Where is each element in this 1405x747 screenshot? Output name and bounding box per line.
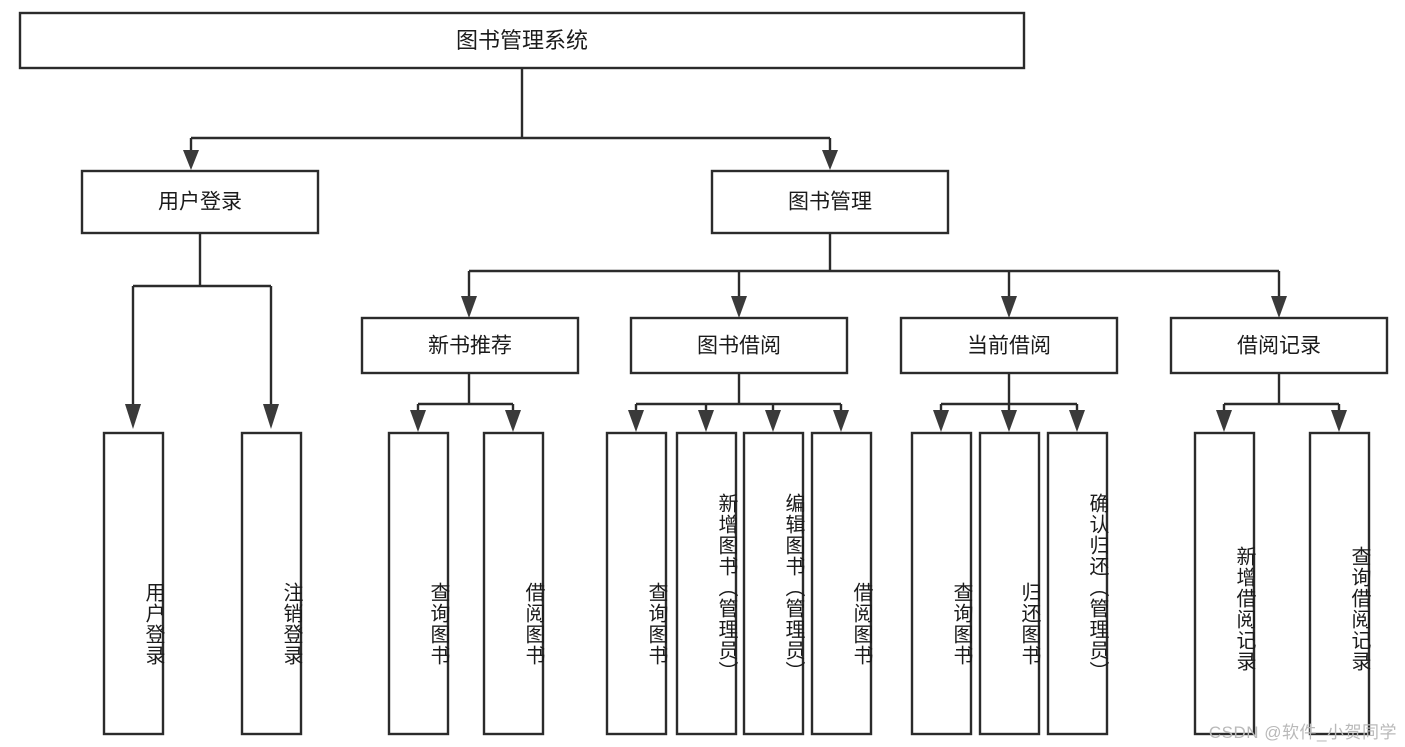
arrowhead-leaf-return-book bbox=[1001, 410, 1017, 432]
node-box-new-book-rec[interactable] bbox=[360, 316, 580, 375]
node-box-leaf-query-record[interactable] bbox=[1308, 431, 1371, 736]
node-label-user-login: 用户登录 bbox=[158, 191, 242, 214]
arrowhead-leaf-query-record bbox=[1331, 410, 1347, 432]
node-box-leaf-borrow-book-2[interactable] bbox=[810, 431, 873, 736]
node-label-current-borrow: 当前借阅 bbox=[967, 335, 1051, 358]
node-box-leaf-user-login[interactable] bbox=[102, 431, 165, 736]
node-box-leaf-query-book-2[interactable] bbox=[605, 431, 668, 736]
node-box-leaf-query-book-1[interactable] bbox=[387, 431, 450, 736]
arrowhead-book-manage bbox=[822, 150, 838, 170]
node-box-leaf-add-record[interactable] bbox=[1193, 431, 1256, 736]
node-box-leaf-return-book[interactable] bbox=[978, 431, 1041, 736]
arrowhead-borrow-record bbox=[1271, 296, 1287, 318]
node-label-book-borrow: 图书借阅 bbox=[697, 335, 781, 358]
node-label-book-manage: 图书管理 bbox=[788, 191, 872, 214]
arrowhead-leaf-borrow-book-1 bbox=[505, 410, 521, 432]
arrowhead-current-borrow bbox=[1001, 296, 1017, 318]
arrowhead-book-borrow bbox=[731, 296, 747, 318]
node-box-leaf-edit-book[interactable] bbox=[742, 431, 805, 736]
arrowhead-leaf-query-book-2 bbox=[628, 410, 644, 432]
node-box-borrow-record[interactable] bbox=[1169, 316, 1389, 375]
connector-group-user-login bbox=[125, 233, 279, 429]
connector-group-root bbox=[183, 69, 838, 170]
connector-group-new-book-rec bbox=[410, 373, 521, 432]
node-box-leaf-query-book-3[interactable] bbox=[910, 431, 973, 736]
arrowhead-leaf-query-book-3 bbox=[933, 410, 949, 432]
arrowhead-leaf-edit-book bbox=[765, 410, 781, 432]
connector-group-book-manage bbox=[461, 233, 1287, 318]
arrowhead-leaf-confirm-return bbox=[1069, 410, 1085, 432]
connector-group-current-borrow bbox=[933, 373, 1085, 432]
arrowhead-leaf-user-login bbox=[125, 404, 141, 429]
node-label-new-book-rec: 新书推荐 bbox=[428, 335, 512, 358]
node-box-leaf-add-book[interactable] bbox=[675, 431, 738, 736]
arrowhead-leaf-add-book bbox=[698, 410, 714, 432]
arrowhead-leaf-add-record bbox=[1216, 410, 1232, 432]
arrowhead-leaf-query-book-1 bbox=[410, 410, 426, 432]
node-box-book-manage[interactable] bbox=[710, 169, 950, 235]
arrowhead-user-login bbox=[183, 150, 199, 170]
node-box-current-borrow[interactable] bbox=[899, 316, 1119, 375]
node-box-root[interactable] bbox=[18, 11, 1026, 70]
node-box-user-login[interactable] bbox=[80, 169, 320, 235]
node-box-leaf-borrow-book-1[interactable] bbox=[482, 431, 545, 736]
node-box-leaf-confirm-return[interactable] bbox=[1046, 431, 1109, 736]
node-label-borrow-record: 借阅记录 bbox=[1237, 335, 1321, 358]
connector-group-book-borrow bbox=[628, 373, 849, 432]
node-box-book-borrow[interactable] bbox=[629, 316, 849, 375]
arrowhead-new-book-rec bbox=[461, 296, 477, 318]
arrowhead-leaf-logout-login bbox=[263, 404, 279, 429]
node-box-leaf-logout-login[interactable] bbox=[240, 431, 303, 736]
arrowhead-leaf-borrow-book-2 bbox=[833, 410, 849, 432]
node-label-root: 图书管理系统 bbox=[456, 28, 588, 53]
watermark-text: CSDN @软件_小贺同学 bbox=[1208, 723, 1397, 742]
connector-group-borrow-record bbox=[1216, 373, 1347, 432]
